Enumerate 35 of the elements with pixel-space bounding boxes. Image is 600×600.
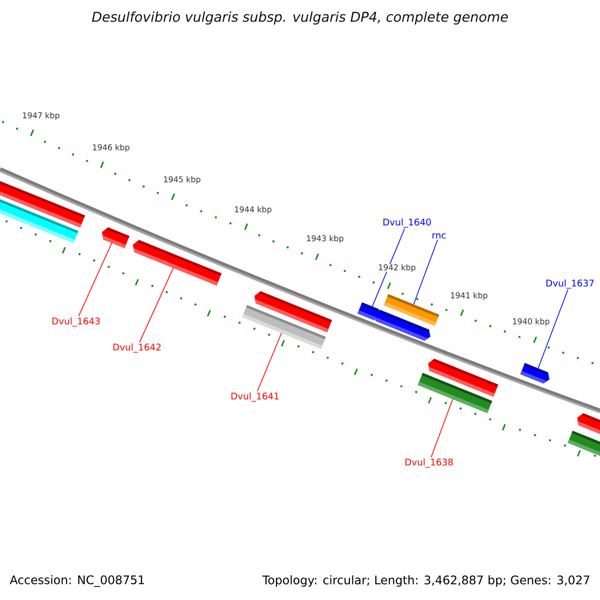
scale-label: 1943 kbp <box>307 235 344 243</box>
leader-line <box>257 332 282 392</box>
leader-line <box>139 268 174 343</box>
gene-bar <box>568 430 600 456</box>
leader-line <box>538 289 568 369</box>
leader-line <box>413 239 438 305</box>
gene-label: Dvul_1637 <box>546 279 594 289</box>
footer-text: Accession: NC_008751 <box>10 575 144 587</box>
gene-label: Dvul_1640 <box>383 218 431 228</box>
gene-label: Dvul_1638 <box>405 458 453 468</box>
leader-line <box>372 228 405 307</box>
gene-bar <box>358 302 380 320</box>
scale-label: 1940 kbp <box>513 318 550 326</box>
title: Desulfovibrio vulgaris subsp. vulgaris DP4, complete genome <box>92 11 508 25</box>
scale-label: 1947 kbp <box>23 112 60 120</box>
scale-label: 1946 kbp <box>93 144 130 152</box>
scale-label: 1941 kbp <box>451 292 488 300</box>
scale-label: 1944 kbp <box>235 206 272 214</box>
gene-bar <box>102 227 130 248</box>
gene-bar <box>0 199 78 243</box>
leader-line <box>430 398 454 458</box>
gene-bar <box>254 291 332 332</box>
gene-bar <box>428 358 498 397</box>
gene-bar <box>132 240 222 286</box>
leader-line <box>78 242 112 317</box>
gene-label: Dvul_1642 <box>113 343 161 353</box>
gene-bar <box>520 363 550 384</box>
gene-label: Dvul_1643 <box>52 317 100 327</box>
gene-bar <box>577 413 600 434</box>
gene-bar <box>384 294 440 326</box>
gene-label: Dvul_1641 <box>231 392 279 402</box>
gene-label: rnc <box>432 233 446 239</box>
scale-label: 1942 kbp <box>378 264 416 272</box>
footer-text: Topology: circular; Length: 3,462,887 bp; Genes: 3,027 <box>262 575 590 587</box>
scale-label: 1945 kbp <box>164 176 200 184</box>
